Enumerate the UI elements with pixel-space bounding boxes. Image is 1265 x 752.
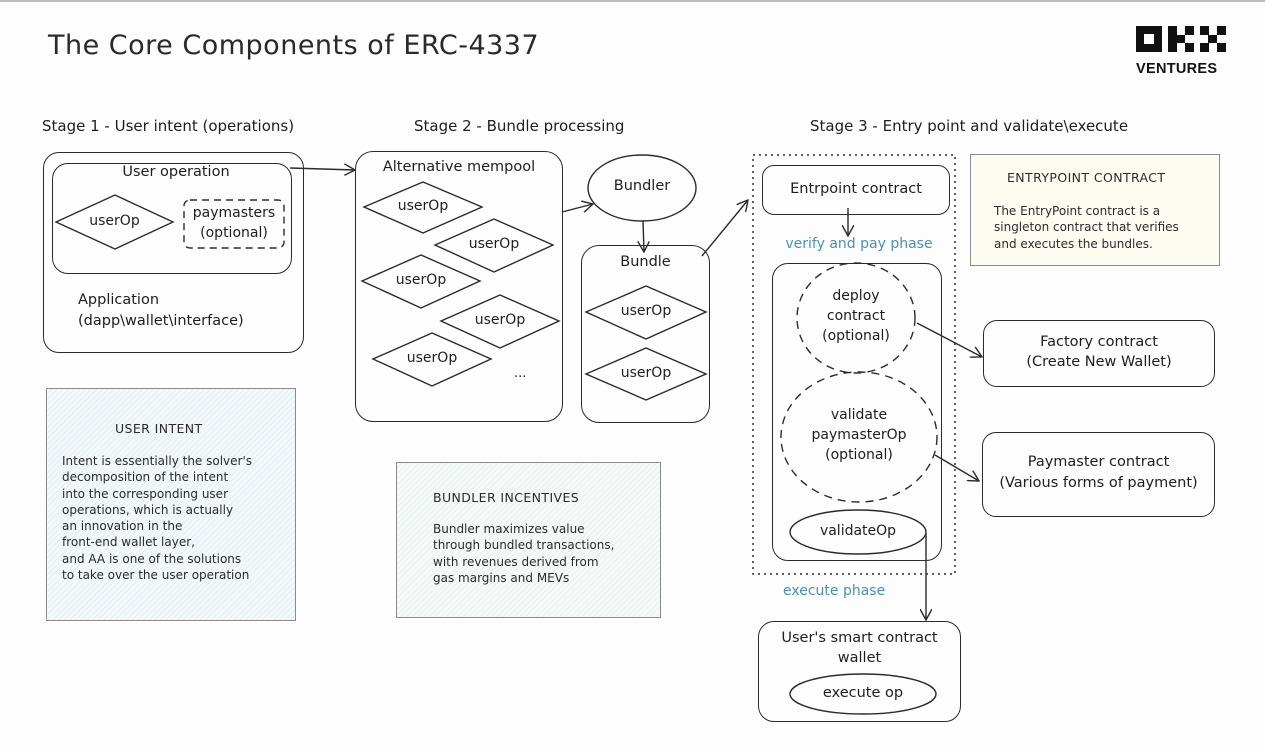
alternative-mempool-box: [355, 151, 563, 422]
mempool-userop-label: userOp: [397, 198, 449, 214]
okx-ventures-logo: VENTURES: [1136, 26, 1226, 77]
bundle-box: [581, 245, 710, 423]
application-label: Application: [78, 292, 160, 308]
entrypoint-contract-label: Entrpoint contract: [790, 181, 922, 197]
smart-contract-wallet-box: [758, 621, 961, 722]
entrypoint-contract-body: The EntryPoint contract is a singleton c…: [994, 204, 1179, 251]
user-intent-note: USER INTENT Intent is essentially the so…: [46, 388, 296, 621]
validate-paymaster-label: (optional): [825, 447, 893, 463]
application-sub-label: (dapp\wallet\interface): [78, 313, 244, 329]
mempool-userop-label: userOp: [406, 350, 458, 366]
application-container: [43, 152, 304, 353]
factory-contract-label: Factory contract: [1040, 334, 1158, 350]
validate-paymaster-label: validate: [830, 407, 888, 423]
stage-2-heading: Stage 2 - Bundle processing: [414, 117, 625, 135]
bundle-label: Bundle: [620, 254, 671, 270]
arrow-bundle-to-entrypoint: [701, 200, 748, 257]
entrypoint-contract-heading: ENTRYPOINT CONTRACT: [1007, 170, 1166, 185]
paymaster-contract-box: [982, 432, 1215, 517]
top-border: [0, 0, 1265, 2]
mempool-userop-label: userOp: [474, 312, 526, 328]
paymaster-contract-sub-label: (Various forms of payment): [999, 475, 1198, 491]
execute-op-label: execute op: [822, 685, 904, 701]
bundler-label: Bundler: [613, 178, 671, 194]
bundler-incentives-heading: BUNDLER INCENTIVES: [433, 490, 580, 505]
smart-contract-wallet-label: wallet: [837, 650, 882, 666]
smart-contract-wallet-label: User's smart contract: [781, 630, 938, 646]
entrypoint-contract-note: ENTRYPOINT CONTRACT The EntryPoint contr…: [970, 154, 1220, 266]
stage-3-heading: Stage 3 - Entry point and validate\execu…: [810, 117, 1129, 135]
entrypoint-contract-box: [762, 165, 950, 215]
mempool-ellipsis: ...: [514, 366, 527, 381]
bundle-userop-label: userOp: [620, 303, 672, 319]
deploy-contract-label: deploy: [832, 288, 880, 304]
deploy-contract-label: contract: [826, 308, 886, 324]
arrow-mempool-to-bundler: [561, 204, 593, 213]
paymasters-label: paymasters: [192, 205, 276, 221]
factory-contract-box: [983, 320, 1215, 387]
user-intent-heading: USER INTENT: [115, 421, 203, 436]
paymaster-contract-label: Paymaster contract: [1027, 454, 1170, 470]
bundler-incentives-note: BUNDLER INCENTIVES Bundler maximizes val…: [396, 462, 661, 618]
factory-contract-sub-label: (Create New Wallet): [1026, 354, 1172, 370]
alternative-mempool-label: Alternative mempool: [382, 159, 536, 175]
verify-phase-container: [772, 263, 942, 561]
logo-subtitle: VENTURES: [1136, 61, 1218, 77]
mempool-userop-label: userOp: [395, 272, 447, 288]
validate-paymaster-label: paymasterOp: [811, 427, 907, 443]
validateop-label: validateOp: [819, 523, 897, 539]
verify-and-pay-phase-label: verify and pay phase: [785, 236, 933, 252]
user-intent-body: Intent is essentially the solver's decom…: [62, 454, 253, 583]
execute-phase-label: execute phase: [783, 583, 886, 599]
okx-logo-icon: [1136, 26, 1226, 52]
page-title: The Core Components of ERC-4337: [48, 30, 540, 61]
bundle-userop-label: userOp: [620, 365, 672, 381]
userop-label: userOp: [89, 213, 140, 229]
stage-1-heading: Stage 1 - User intent (operations): [42, 117, 295, 135]
deploy-contract-label: (optional): [822, 328, 890, 344]
user-operation-box: [52, 163, 292, 274]
paymasters-optional-label: (optional): [200, 225, 268, 241]
user-operation-label: User operation: [122, 164, 230, 180]
bundler-incentives-body: Bundler maximizes value through bundled …: [433, 522, 615, 585]
mempool-userop-label: userOp: [468, 236, 520, 252]
